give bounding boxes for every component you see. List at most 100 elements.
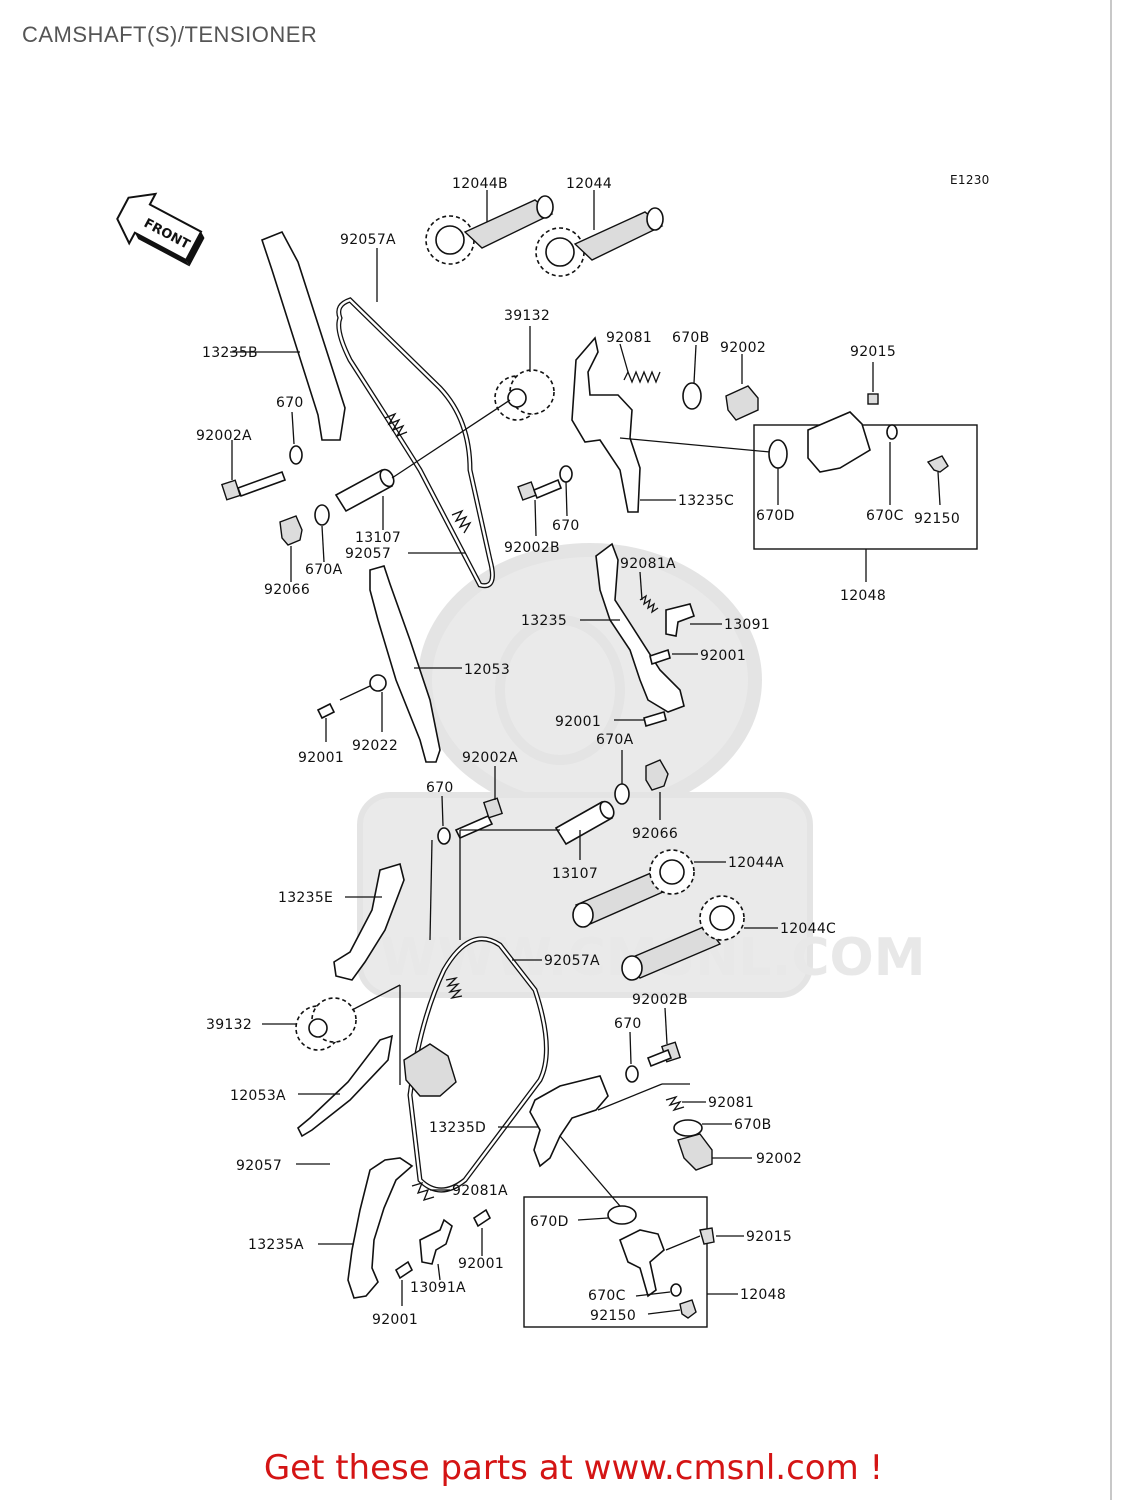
bolt-92001-c: [316, 702, 336, 720]
o-ring-670A-left: [314, 504, 330, 526]
chain-guide-13235B: [261, 230, 346, 441]
chain-guide-12053A: [297, 1034, 394, 1138]
diagram-code: E1230: [950, 173, 990, 187]
plug-92066-right: [645, 759, 669, 791]
label-92150-top: 92150: [914, 511, 960, 527]
plug-92066-left: [279, 515, 303, 546]
page-border-rule: [1110, 0, 1112, 1500]
label-670A-left: 670A: [305, 562, 343, 578]
label-13107-bottom: 13107: [552, 866, 598, 882]
label-670B-bottom: 670B: [734, 1117, 772, 1133]
spring-92081-bottom: [665, 1095, 685, 1112]
label-92057A-top: 92057A: [340, 232, 396, 248]
label-39132-top: 39132: [504, 308, 550, 324]
label-670D-top: 670D: [756, 508, 795, 524]
o-ring-670-mid: [559, 465, 573, 483]
chain-guide-12053: [369, 565, 441, 763]
label-92001-e: 92001: [372, 1312, 418, 1328]
tensioner-guide-roller: [403, 1043, 457, 1097]
bolt-92150-top: [926, 455, 949, 473]
label-670-mid2: 670: [426, 780, 454, 796]
tensioner-arm-13235A: [347, 1157, 414, 1299]
cap-bolt-92002-bottom: [677, 1133, 713, 1171]
label-92057A-bottom: 92057A: [544, 953, 600, 969]
label-92150-bottom: 92150: [590, 1308, 636, 1324]
spring-92081-top: [623, 370, 661, 384]
camshaft-12044: [535, 207, 664, 277]
label-13235E: 13235E: [278, 890, 333, 906]
label-12044: 12044: [566, 176, 612, 192]
label-12044A: 12044A: [728, 855, 784, 871]
label-13107-top: 13107: [355, 530, 401, 546]
tensioner-arm-13235C: [571, 336, 641, 513]
label-13235A: 13235A: [248, 1237, 304, 1253]
bolt-92002B-bottom: [646, 1041, 682, 1068]
o-ring-670-bottom: [625, 1065, 639, 1083]
bolt-92002A-left: [220, 470, 287, 501]
label-92001-a: 92001: [700, 648, 746, 664]
label-13235C: 13235C: [678, 493, 734, 509]
o-ring-670B-bottom: [673, 1119, 703, 1137]
label-12053: 12053: [464, 662, 510, 678]
label-13235D: 13235D: [429, 1120, 486, 1136]
bolt-92001-b: [643, 710, 667, 728]
label-92001-d: 92001: [458, 1256, 504, 1272]
label-92002B-top: 92002B: [504, 540, 560, 556]
spring-92081A-bottom: [411, 1181, 435, 1202]
label-670-mid: 670: [552, 518, 580, 534]
watermark-logo: WWW.CMSNL.COM: [357, 543, 925, 998]
tensioner-kit-box-12048-bottom: [523, 1196, 708, 1328]
label-92002-bottom: 92002: [756, 1151, 802, 1167]
label-670-left: 670: [276, 395, 304, 411]
bolt-92002B-top: [517, 478, 563, 501]
label-670-bottom: 670: [614, 1016, 642, 1032]
bolt-92001-a: [649, 648, 671, 666]
chain-tension-spring-bottom: [445, 976, 463, 1000]
bolt-92015-top: [867, 393, 879, 405]
label-12053A: 12053A: [230, 1088, 286, 1104]
promo-link[interactable]: Get these parts at www.cmsnl.com !: [263, 1448, 884, 1488]
cap-bolt-92002-top: [725, 385, 759, 421]
label-13091A: 13091A: [410, 1280, 466, 1296]
camshaft-12044C: [621, 895, 745, 981]
label-670D-bottom: 670D: [530, 1214, 569, 1230]
bracket-13091: [665, 603, 696, 637]
chain-tension-spring-top: [384, 412, 408, 438]
camshaft-12044B: [425, 195, 554, 265]
label-670C-bottom: 670C: [588, 1288, 626, 1304]
label-39132-bottom: 39132: [206, 1017, 252, 1033]
label-92002-top: 92002: [720, 340, 766, 356]
label-92081-top: 92081: [606, 330, 652, 346]
label-13235: 13235: [521, 613, 567, 629]
label-670C-top: 670C: [866, 508, 904, 524]
o-ring-670A-right: [614, 783, 630, 805]
o-ring-670-left: [289, 445, 303, 465]
label-670B-top: 670B: [672, 330, 710, 346]
bracket-13091A: [419, 1218, 453, 1265]
tensioner-arm-13235D: [529, 1075, 609, 1168]
label-92022: 92022: [352, 738, 398, 754]
camshaft-12044A: [572, 849, 695, 928]
front-arrow-icon: FRONT: [116, 192, 205, 267]
label-92081A-top: 92081A: [620, 556, 676, 572]
spring-92081A-top: [639, 594, 659, 614]
o-ring-670D-bottom: [607, 1205, 637, 1225]
tensioner-arm-13235: [595, 542, 685, 713]
label-13091: 13091: [724, 617, 770, 633]
o-ring-670D-top: [768, 439, 788, 469]
label-92057-top: 92057: [345, 546, 391, 562]
label-92057-bottom: 92057: [236, 1158, 282, 1174]
bolt-92002A-mid: [454, 797, 504, 840]
label-92081-bottom: 92081: [708, 1095, 754, 1111]
label-92001-c: 92001: [298, 750, 344, 766]
label-92001-b: 92001: [555, 714, 601, 730]
bolt-92001-e: [394, 1260, 414, 1280]
tensioner-body-12048-bottom: [619, 1229, 665, 1298]
label-92015-bottom: 92015: [746, 1229, 792, 1245]
sprocket-39132-top: [494, 369, 555, 421]
bolt-92001-d: [472, 1208, 492, 1228]
bolt-92150-bottom: [679, 1299, 697, 1319]
bolt-92015-bottom: [699, 1227, 715, 1245]
label-92002A-mid: 92002A: [462, 750, 518, 766]
